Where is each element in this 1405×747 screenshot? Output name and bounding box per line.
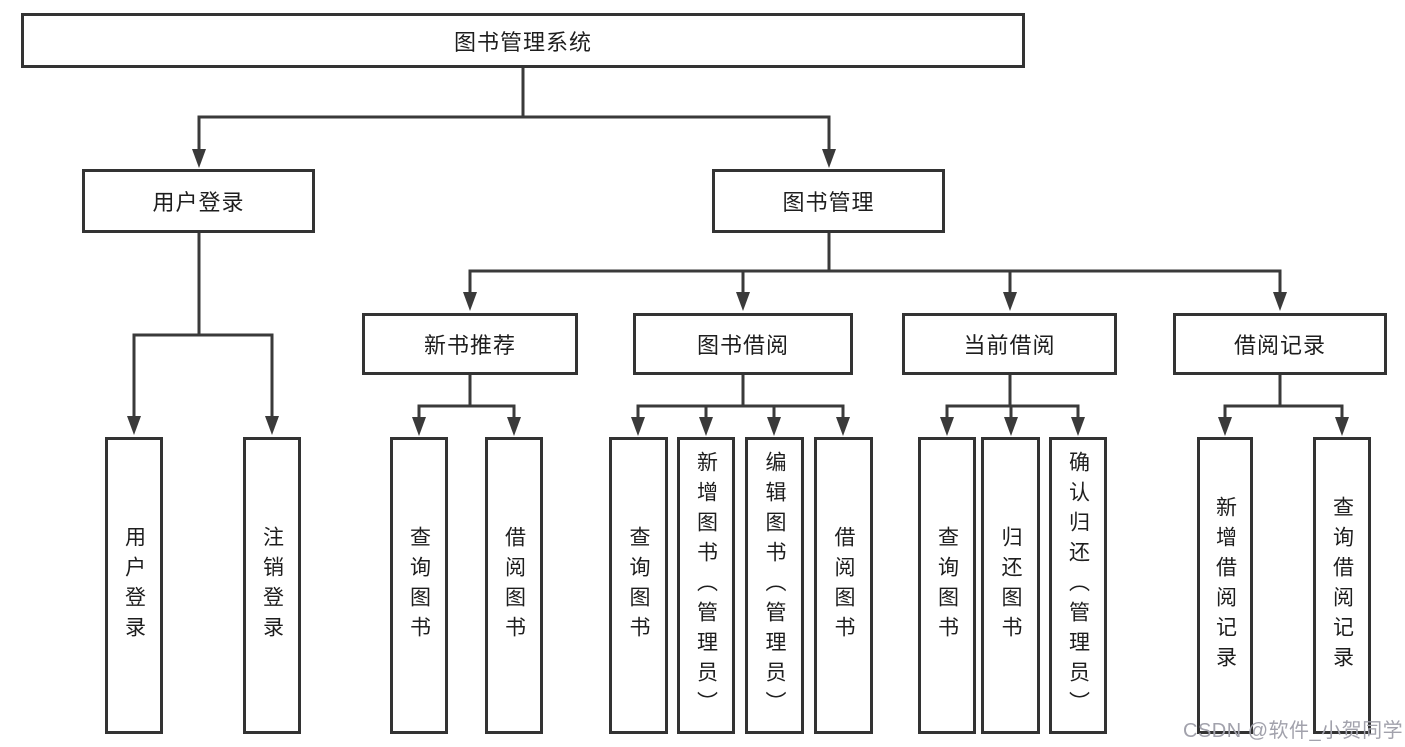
leaf-add-books-admin: 新增图书（管理员）: [677, 437, 735, 734]
leaf-user-login: 用户登录: [105, 437, 163, 734]
leaf-add-books-admin-label: 新增图书（管理员）: [694, 450, 718, 721]
node-library-system: 图书管理系统: [21, 13, 1025, 68]
leaf-borrow-books-recommend: 借阅图书: [485, 437, 543, 734]
node-new-book-recommend-label: 新书推荐: [423, 333, 516, 358]
leaf-query-borrow-record-label: 查询借阅记录: [1330, 495, 1354, 676]
node-current-borrow: 当前借阅: [902, 313, 1117, 375]
leaf-return-books-label: 归还图书: [999, 525, 1022, 646]
leaf-return-books: 归还图书: [981, 437, 1040, 734]
leaf-query-books-recommend-label: 查询图书: [407, 525, 431, 646]
leaf-confirm-return-admin: 确认归还（管理员）: [1049, 437, 1107, 734]
node-current-borrow-label: 当前借阅: [963, 333, 1056, 358]
leaf-query-books-current-label: 查询图书: [935, 525, 959, 646]
node-new-book-recommend: 新书推荐: [362, 313, 578, 375]
node-book-management-label: 图书管理: [782, 190, 875, 215]
leaf-borrow-books: 借阅图书: [814, 437, 873, 734]
leaf-query-books-recommend: 查询图书: [390, 437, 448, 734]
leaf-user-login-label: 用户登录: [122, 525, 146, 646]
node-book-management: 图书管理: [712, 169, 945, 233]
leaf-logout-label: 注销登录: [260, 525, 284, 646]
node-user-login: 用户登录: [82, 169, 315, 233]
node-user-login-label: 用户登录: [152, 190, 245, 215]
leaf-query-books-borrow: 查询图书: [609, 437, 668, 734]
leaf-add-borrow-record: 新增借阅记录: [1197, 437, 1253, 734]
leaf-borrow-books-recommend-label: 借阅图书: [502, 525, 526, 646]
node-book-borrow-label: 图书借阅: [696, 333, 789, 358]
leaf-edit-books-admin: 编辑图书（管理员）: [745, 437, 804, 734]
leaf-query-books-current: 查询图书: [918, 437, 976, 734]
node-book-borrow: 图书借阅: [633, 313, 853, 375]
node-borrow-records: 借阅记录: [1173, 313, 1387, 375]
leaf-query-books-borrow-label: 查询图书: [627, 525, 650, 646]
leaf-edit-books-admin-label: 编辑图书（管理员）: [763, 450, 786, 721]
leaf-add-borrow-record-label: 新增借阅记录: [1213, 495, 1237, 676]
leaf-query-borrow-record: 查询借阅记录: [1313, 437, 1371, 734]
leaf-borrow-books-label: 借阅图书: [832, 525, 855, 646]
node-borrow-records-label: 借阅记录: [1233, 333, 1326, 358]
node-library-system-label: 图书管理系统: [453, 29, 592, 55]
leaf-logout: 注销登录: [243, 437, 301, 734]
csdn-watermark: CSDN @软件_小贺同学: [1183, 720, 1404, 742]
leaf-confirm-return-admin-label: 确认归还（管理员）: [1066, 450, 1090, 721]
